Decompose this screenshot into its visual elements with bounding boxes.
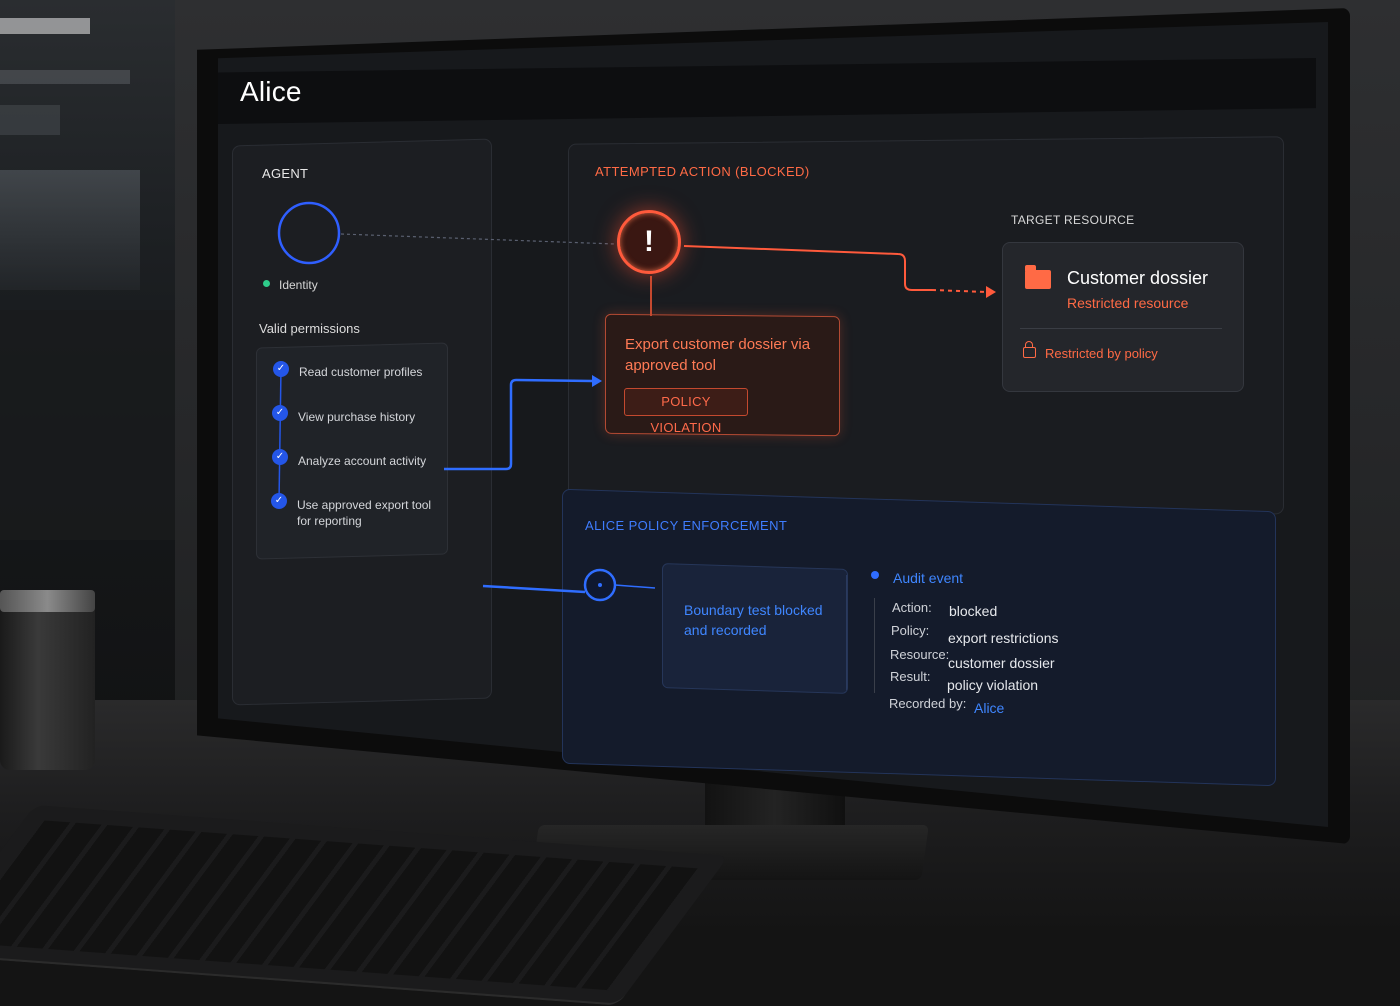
audit-key: Result:: [890, 669, 931, 684]
mug-rim: [0, 590, 95, 612]
audit-event-title[interactable]: Audit event: [893, 570, 964, 586]
alert-icon[interactable]: !: [617, 210, 681, 274]
target-resource-label: TARGET RESOURCE: [1011, 213, 1135, 227]
window-light: [0, 70, 130, 84]
target-resource-card[interactable]: [1002, 242, 1244, 392]
permissions-heading: Valid permissions: [259, 321, 360, 336]
agent-section-label: AGENT: [262, 166, 309, 181]
attempted-action-label: ATTEMPTED ACTION (BLOCKED): [595, 164, 810, 179]
mug: [0, 590, 95, 770]
audit-value: blocked: [949, 603, 998, 619]
enforcement-summary: Boundary test blocked and recorded: [684, 602, 823, 638]
summary-divider: [846, 575, 847, 690]
audit-value: export restrictions: [948, 630, 1059, 646]
permission-item: View purchase history: [298, 410, 416, 424]
audit-value: policy violation: [947, 677, 1039, 693]
window-light: [0, 18, 90, 34]
audit-key: Recorded by:: [889, 696, 967, 711]
audit-key: Action:: [892, 600, 932, 615]
check-icon: ✓: [272, 449, 288, 465]
check-icon: ✓: [272, 405, 288, 421]
office-background: [0, 0, 175, 720]
audit-divider: [874, 598, 875, 693]
check-icon: ✓: [271, 493, 287, 509]
identity-status-dot: [263, 280, 270, 287]
window-light: [0, 170, 140, 290]
permission-item: Use approved export tool for reporting: [297, 498, 432, 528]
recorded-by-link[interactable]: Alice: [974, 700, 1005, 716]
audit-key: Policy:: [891, 623, 930, 638]
resource-title: Customer dossier: [1067, 268, 1209, 288]
audit-status-dot: [871, 571, 879, 579]
identity-label: Identity: [279, 278, 318, 292]
lock-icon: [1023, 341, 1036, 358]
policy-enforcement-label: ALICE POLICY ENFORCEMENT: [585, 518, 788, 533]
check-icon: ✓: [273, 361, 289, 377]
app-title: Alice: [240, 76, 302, 107]
permission-item: Read customer profiles: [299, 365, 423, 379]
resource-subtitle: Restricted resource: [1067, 295, 1189, 311]
card-divider: [1020, 328, 1222, 329]
permission-item: Analyze account activity: [298, 454, 427, 468]
blocked-action-description: Export customer dossier via approved too…: [625, 336, 811, 374]
audit-value: customer dossier: [948, 655, 1055, 671]
audit-key: Resource:: [890, 647, 950, 662]
restriction-label: Restricted by policy: [1045, 346, 1158, 361]
folder-icon: [1025, 265, 1051, 289]
office-shadow: [0, 310, 175, 540]
window-light: [0, 105, 60, 135]
policy-violation-badge: POLICY VIOLATION: [624, 388, 748, 435]
keyboard-keys: [0, 820, 702, 991]
